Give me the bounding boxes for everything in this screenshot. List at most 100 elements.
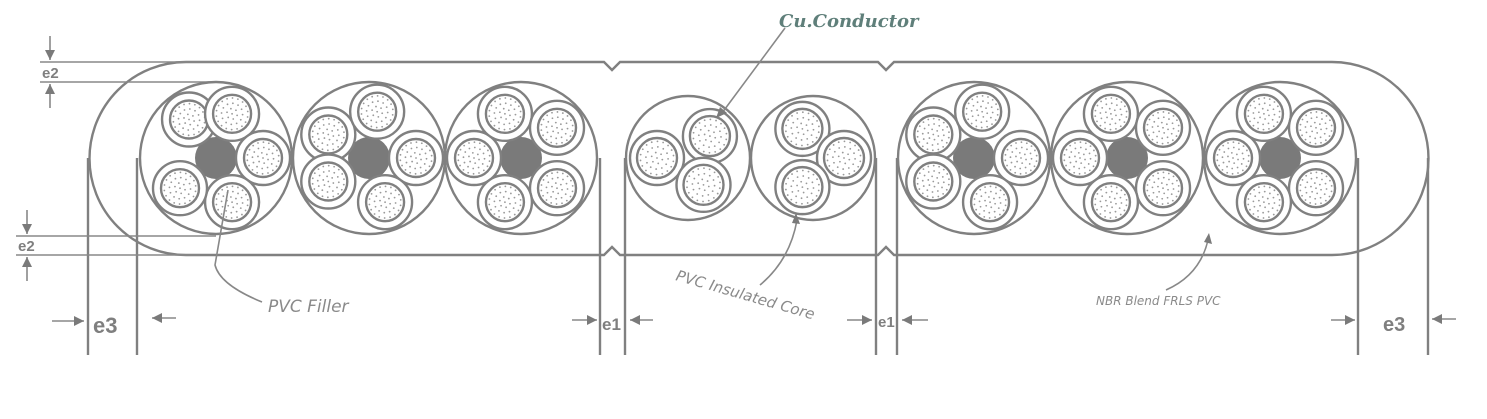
conductor-strands [826,140,862,176]
insulated-core-label: PVC Insulated Core [674,267,817,324]
insulated-core [1082,173,1140,231]
insulated-core [300,106,357,163]
pvc-filler [348,137,390,179]
section-lines [86,158,1430,355]
conductor-strands [368,185,402,219]
insulated-core [1204,129,1262,187]
insulated-core [528,99,586,156]
insulated-core [1287,160,1345,217]
conductor-strands [1216,141,1250,175]
conductor-strands [399,141,433,175]
insulated-core [387,129,445,187]
insulated-core [203,173,261,231]
core-group-g7 [1049,80,1205,236]
conductor-strands [1146,171,1180,205]
core-group-g6 [896,80,1052,236]
insulated-core [774,100,831,158]
dimension-arrows [22,36,1456,326]
conductor-strands [1004,141,1038,175]
insulated-core [774,158,831,216]
outer-sheath [88,60,1430,257]
core-leader [759,219,798,286]
conductor-strands [311,164,345,199]
e2-bottom-label: e2 [18,238,35,255]
core-group-g8 [1202,80,1358,236]
insulated-core [445,129,503,187]
insulated-core [628,129,686,187]
insulated-core [528,160,586,217]
insulated-core [905,153,962,210]
conductor-strands [965,94,999,129]
insulated-core [1134,99,1192,156]
e2-reference-lines [16,61,300,256]
insulated-core [1134,160,1192,217]
pvc-filler [500,137,542,179]
insulated-core [203,85,261,143]
conductor-strands [1247,185,1281,219]
conductor-strands [540,171,574,205]
conductor-leader [721,27,786,114]
conductor-strands [916,117,950,152]
conductor-strands [488,185,522,219]
insulated-core [681,107,739,165]
core-group-g3 [443,80,599,236]
e3-left-label: e3 [93,313,117,338]
conductor-strands [215,185,249,219]
sheath-leader [1165,239,1209,291]
filler-leader [214,189,263,303]
conductor-strands [973,185,1007,219]
insulated-core [1051,129,1109,187]
core-group-g5 [749,94,877,222]
conductor-strands [163,171,197,205]
conductor-strands [215,97,249,131]
conductor-strands [692,118,728,154]
e3-right-label: e3 [1383,314,1405,336]
e2-top-label: e2 [42,65,59,82]
conductor-strands [540,111,574,145]
insulated-core [234,129,292,187]
conductor-strands [246,141,280,175]
conductor-label: Cu.Conductor [779,11,920,32]
conductor-strands [360,94,394,129]
filler-label: PVC Filler [268,297,350,317]
e1-left-label: e1 [602,315,621,334]
conductor-strands [785,111,820,147]
core-group-g4 [624,94,752,222]
conductor-strands [1063,141,1097,175]
insulated-core [1235,85,1293,143]
insulated-core [675,156,732,214]
insulated-core [1235,173,1293,231]
conductor-strands [1094,97,1128,131]
core-group-g1 [138,80,294,236]
insulated-core [300,153,357,210]
insulated-core [815,129,873,187]
e1-right-label: e1 [878,314,895,331]
conductor-strands [916,164,950,199]
insulated-core [961,173,1019,231]
conductor-strands [686,167,721,203]
insulated-core [1082,85,1140,143]
core-group-g2 [291,80,447,236]
conductor-strands [1299,111,1333,145]
pvc-filler [953,137,995,179]
insulated-core [1287,99,1345,156]
conductor-strands [1146,111,1180,145]
insulated-core [476,173,534,231]
sheath-label: NBR Blend FRLS PVC [1096,294,1221,308]
conductor-strands [457,141,491,175]
conductor-strands [1299,171,1333,205]
core-groups [138,80,1358,236]
leader-lines [214,27,1212,303]
insulated-core [992,129,1050,187]
pvc-filler [195,137,237,179]
pvc-filler [1259,137,1301,179]
insulated-core [476,85,534,143]
conductor-strands [488,97,522,131]
conductor-strands [1094,185,1128,219]
conductor-strands [785,169,820,205]
pvc-filler [1106,137,1148,179]
insulated-core [953,83,1011,140]
insulated-core [151,160,209,217]
insulated-core [356,173,414,231]
